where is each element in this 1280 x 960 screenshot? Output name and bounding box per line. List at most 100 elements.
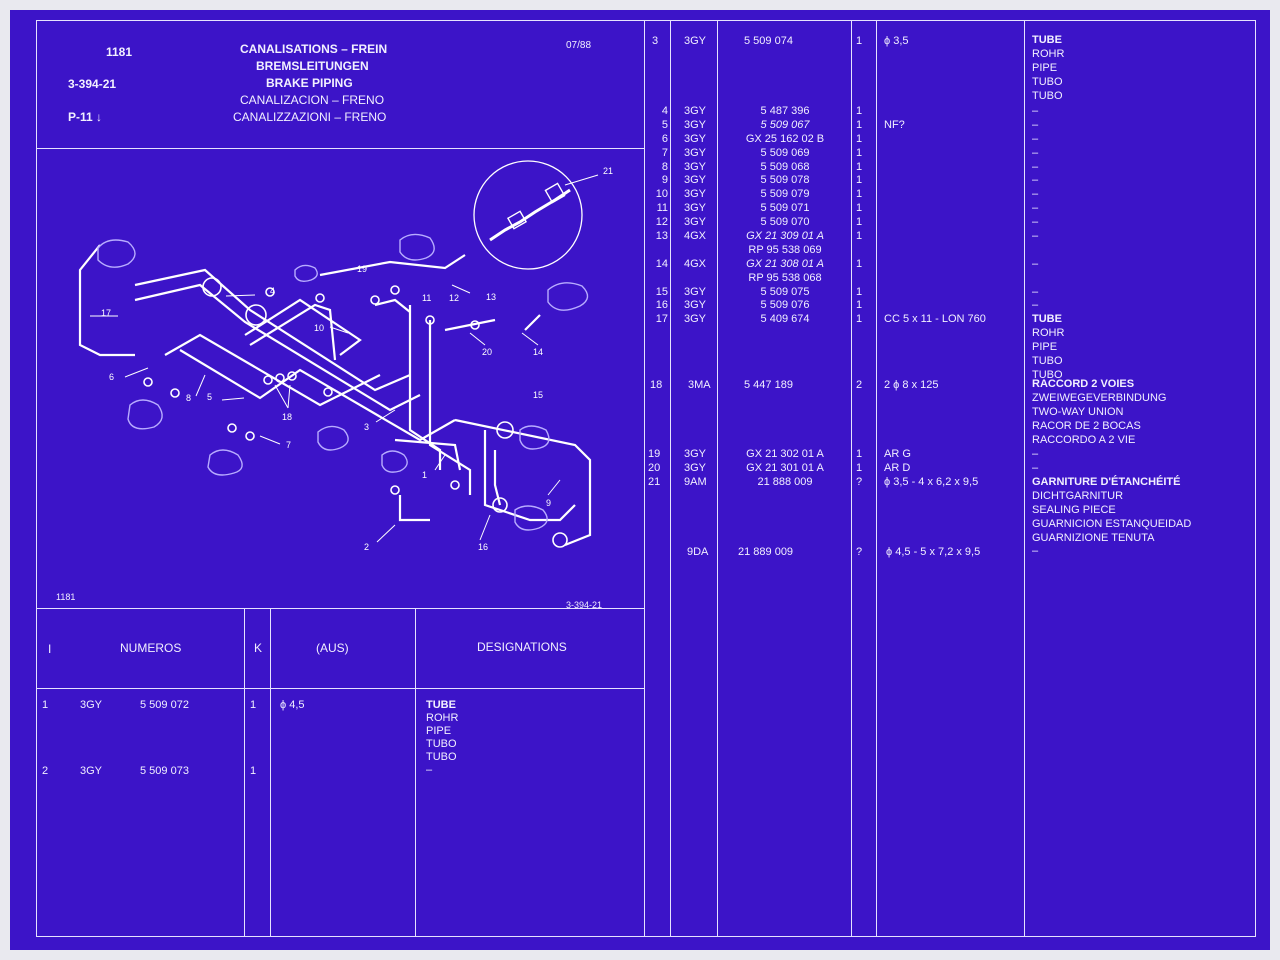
- qty-cell: 1: [856, 216, 863, 229]
- leader-5: [221, 397, 245, 401]
- block-index-column: 4 5 6 7 8 9 10 11 12 13 14 15 16 17: [652, 105, 668, 327]
- unit-rear-left: [381, 450, 408, 473]
- info-cell: [884, 244, 986, 258]
- pipe-16: [493, 450, 502, 506]
- detail-nut: [544, 182, 566, 204]
- designation-it: TUBO: [1032, 89, 1063, 102]
- designation-cell: –: [1032, 545, 1039, 557]
- union-18b: [275, 373, 285, 383]
- designation-cell: –: [1032, 230, 1039, 243]
- callout-15: 15: [533, 390, 543, 400]
- info-cell: [884, 299, 986, 313]
- index-cell: 9: [661, 174, 668, 187]
- index-cell: 19: [648, 448, 661, 460]
- code-cell: 9DA: [687, 546, 709, 558]
- callout-6: 6: [109, 372, 114, 382]
- qty-cell: [856, 272, 862, 286]
- qty-cell: [856, 244, 862, 258]
- callout-3: 3: [364, 422, 369, 432]
- designation-es: TUBO: [426, 737, 457, 750]
- code-cell: 4GX: [684, 230, 707, 243]
- pipe-10: [249, 303, 337, 361]
- pipe-3: [179, 349, 456, 442]
- leader-lines: [90, 284, 561, 543]
- designation-cell: –: [1032, 257, 1039, 270]
- leader-18: [274, 384, 291, 409]
- lower-col-rule-2: [270, 608, 271, 937]
- number-cell: GX 21 308 01 A: [746, 257, 824, 270]
- code-cell: 3GY: [80, 765, 103, 777]
- number-cell: 5 509 068: [760, 160, 810, 173]
- designation-de: ZWEIWEGEVERBINDUNG: [1032, 391, 1167, 404]
- code-cell: 4GX: [684, 257, 707, 270]
- info-cell: CC 5 x 11 - LON 760: [884, 313, 986, 326]
- info-cell: [884, 230, 986, 244]
- number-cell: 5 509 074: [744, 35, 793, 47]
- info-cell: AR D: [884, 461, 911, 474]
- designation-de: DICHTGARNITUR: [1032, 490, 1124, 502]
- joint-a: [143, 377, 153, 387]
- code-cell: 3GY: [684, 299, 707, 312]
- qty-cell: 1: [856, 118, 863, 131]
- pipe-9: [483, 430, 576, 522]
- code-cell: 3MA: [688, 379, 711, 391]
- callout-10: 10: [314, 323, 324, 333]
- qty-cell: ?: [856, 475, 863, 488]
- leader-3: [375, 409, 396, 423]
- number-cell: 21 888 009: [757, 475, 813, 488]
- index-cell: 8: [661, 160, 668, 173]
- right-col-rule-5: [1024, 20, 1025, 937]
- qty-cell: ?: [856, 546, 863, 558]
- code-cell: 3GY: [684, 35, 707, 47]
- fitting-15: [496, 421, 514, 439]
- designation-es: TUBO: [1032, 354, 1063, 367]
- block-info-column: NF? CC 5 x 11 - LON 760: [884, 105, 986, 327]
- designation-es: GUARNICION ESTANQUEIDAD: [1032, 517, 1192, 530]
- code-cell: [684, 272, 706, 286]
- code-cell: 3GY: [684, 146, 707, 159]
- unit-rear-mid: [514, 505, 548, 531]
- designation-en: PIPE: [1032, 340, 1058, 353]
- number-cell: 5 509 067: [760, 118, 810, 131]
- right-col-rule-3: [851, 20, 852, 937]
- info-cell: [884, 286, 986, 300]
- qty-cell: 1: [250, 699, 257, 711]
- designation-cell: –: [1032, 146, 1039, 159]
- qty-cell: 1: [856, 132, 863, 145]
- table-header-rule: [36, 688, 644, 689]
- brake-piping-diagram: 1 2 3 4 5 6 7 8 9 10 11 12 13 14 15 16 1…: [78, 160, 613, 552]
- brake-units: [97, 233, 589, 531]
- detail-leader: [564, 174, 599, 186]
- info-cell: [884, 161, 986, 175]
- callout-8: 8: [186, 393, 191, 403]
- designation-block: TUBE ROHR PIPE TUBO TUBO: [1032, 34, 1064, 103]
- info-cell: ϕ 4,5: [280, 699, 305, 711]
- designation-cell: –: [426, 764, 433, 776]
- diagram-footer-left: 1181: [56, 592, 76, 602]
- callout-12: 12: [449, 293, 459, 303]
- callout-14: 14: [533, 347, 543, 357]
- border-top: [36, 20, 1256, 21]
- pipe-main-upper: [134, 268, 411, 392]
- code-cell: 3GY: [684, 448, 707, 460]
- index-cell: 16: [655, 299, 668, 312]
- qty-cell: 1: [250, 765, 257, 777]
- index-cell: 5: [661, 118, 668, 131]
- lower-col-rule-3: [415, 608, 416, 937]
- info-cell: NF?: [884, 118, 905, 131]
- pipe-17: [78, 244, 135, 357]
- diagram-footer-right: 3-394-21: [566, 600, 603, 610]
- reference: P-11 ↓: [68, 110, 103, 124]
- title-fr: CANALISATIONS – FREIN: [240, 42, 388, 56]
- info-cell: ϕ 3,5 - 4 x 6,2 x 9,5: [884, 475, 979, 488]
- number-cell: 5 447 189: [744, 379, 793, 391]
- pipe-15: [454, 418, 592, 547]
- leader-10: [329, 326, 349, 334]
- qty-cell: 1: [856, 285, 863, 298]
- designation-en: SEALING PIECE: [1032, 503, 1116, 516]
- fitting-5: [245, 304, 267, 326]
- info-cell: ϕ 4,5 - 5 x 7,2 x 9,5: [886, 546, 981, 558]
- designation-cell: –: [1032, 448, 1039, 460]
- qty-cell: 1: [856, 146, 863, 159]
- border-bottom: [36, 936, 1256, 937]
